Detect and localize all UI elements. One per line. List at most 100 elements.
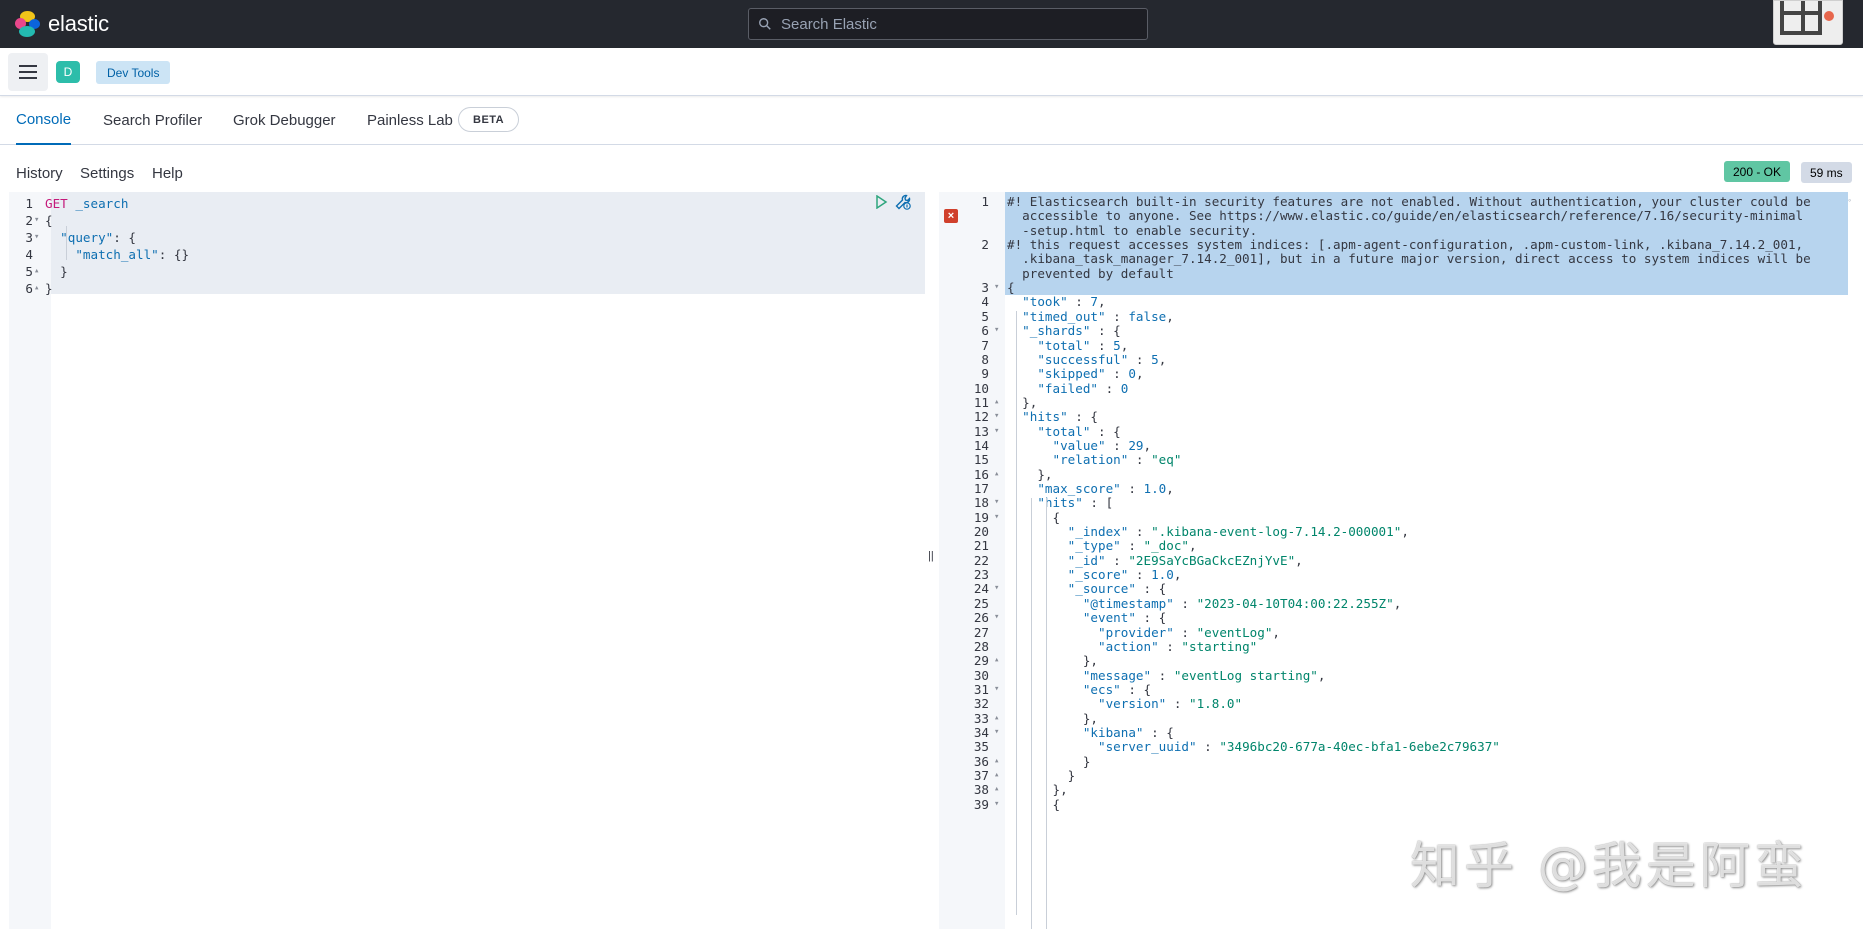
tab-search-profiler[interactable]: Search Profiler: [103, 112, 203, 129]
code-token: "eventLog": [1196, 624, 1273, 640]
fold-open-icon[interactable]: ▾: [994, 583, 1000, 594]
fold-close-icon[interactable]: ▴: [994, 712, 1000, 723]
code-token: "provider": [1098, 624, 1174, 640]
line-number: 30: [973, 667, 989, 683]
fold-open-icon[interactable]: ▾: [994, 411, 1000, 422]
elastic-logo-icon: [15, 11, 41, 37]
code-token: accessible to anyone. See https://www.el…: [1007, 208, 1804, 224]
line-text: accessible to anyone. See https://www.el…: [1007, 207, 1803, 224]
fold-open-icon[interactable]: ▾: [994, 726, 1000, 737]
wrench-icon[interactable]: [894, 193, 912, 211]
line-text: {: [45, 212, 53, 229]
code-token: "2E9SaYcBGaCkcEZnjYvE": [1128, 552, 1296, 568]
tab-console[interactable]: Console: [16, 96, 72, 145]
code-token: "_type": [1067, 538, 1121, 554]
help-link[interactable]: Help: [152, 164, 183, 182]
fold-open-icon[interactable]: ▾: [34, 215, 40, 225]
dev-tools-tabs: Console Search Profiler Grok Debugger Pa…: [0, 96, 1863, 145]
line-text: "version" : "1.8.0": [1007, 695, 1242, 712]
code-token: }: [45, 281, 53, 296]
fold-close-icon[interactable]: ▴: [34, 266, 40, 276]
fold-open-icon[interactable]: ▾: [994, 683, 1000, 694]
line-number: 37: [973, 768, 989, 783]
code-token: }: [45, 264, 68, 279]
code-token: ,: [1120, 337, 1129, 353]
fold-open-icon[interactable]: ▾: [994, 325, 1000, 336]
code-token: :: [1105, 437, 1129, 453]
breadcrumb-bar: D Dev Tools: [0, 48, 1863, 96]
line-text: },: [1007, 652, 1098, 669]
grid-icon: [1780, 1, 1822, 35]
fold-open-icon[interactable]: ▾: [34, 232, 40, 242]
code-token: :: [1105, 308, 1129, 324]
history-link[interactable]: History: [16, 164, 63, 182]
code-token: "kibana": [1082, 724, 1144, 740]
code-token: : {: [1135, 581, 1167, 597]
code-token: ,: [1098, 294, 1106, 310]
line-number: 4: [25, 247, 33, 262]
code-token: "took": [1022, 294, 1068, 310]
status-badge: 200 - OK: [1724, 161, 1791, 182]
global-search[interactable]: [748, 8, 1148, 40]
menu-button[interactable]: [8, 53, 48, 91]
line-text: prevented by default: [1007, 265, 1174, 282]
code-token: :: [1128, 351, 1152, 367]
code-token: },: [1007, 653, 1098, 669]
line-number: 24: [973, 581, 989, 597]
line-text: "action" : "starting": [1007, 638, 1257, 655]
fold-close-icon[interactable]: ▴: [34, 283, 40, 293]
search-icon: [759, 18, 771, 30]
line-number: 16: [973, 466, 989, 482]
search-input[interactable]: [781, 15, 1121, 33]
elastic-logo[interactable]: elastic: [15, 10, 109, 38]
code-token: }: [1007, 753, 1091, 769]
fold-close-icon[interactable]: ▴: [994, 784, 1000, 795]
line-text: "value" : 29,: [1007, 437, 1152, 454]
fold-close-icon[interactable]: ▴: [994, 468, 1000, 479]
code-token: .kibana_task_manager_7.14.2_001], but in…: [1007, 251, 1811, 267]
line-number: 34: [973, 724, 989, 740]
code-token: },: [1007, 466, 1053, 482]
space-avatar[interactable]: D: [56, 61, 80, 83]
line-text: {: [1007, 509, 1060, 526]
fold-close-icon[interactable]: ▴: [994, 770, 1000, 780]
code-token: ,: [1143, 437, 1152, 453]
fold-open-icon[interactable]: ▾: [994, 282, 1000, 293]
line-number: 3: [25, 230, 33, 245]
code-token: 1.0: [1143, 481, 1167, 496]
window-corner-control[interactable]: [1773, 0, 1843, 45]
tab-grok-debugger[interactable]: Grok Debugger: [233, 112, 336, 129]
line-text: "_score" : 1.0,: [1007, 566, 1182, 583]
code-token: "match_all": [75, 247, 159, 262]
code-token: ,: [1295, 552, 1303, 568]
code-token: "server_uuid": [1098, 739, 1197, 755]
fold-open-icon[interactable]: ▾: [994, 511, 1000, 522]
tab-painless-lab[interactable]: Painless Lab: [367, 112, 453, 129]
line-number: 6: [981, 323, 989, 339]
fold-open-icon[interactable]: ▾: [994, 798, 1000, 809]
response-viewer[interactable]: × ◦ 1#! Elasticsearch built-in security …: [939, 192, 1863, 929]
fold-open-icon[interactable]: ▾: [994, 497, 1000, 508]
fold-open-icon[interactable]: ▾: [994, 425, 1000, 436]
resize-grip-icon: ||: [928, 550, 934, 562]
line-text: #! Elasticsearch built-in security featu…: [1007, 193, 1811, 210]
code-token: 29: [1128, 437, 1144, 453]
code-token: :: [1120, 538, 1144, 554]
line-text: "kibana" : {: [1007, 724, 1174, 741]
breadcrumb[interactable]: Dev Tools: [96, 61, 171, 84]
code-token: "hits": [1022, 409, 1068, 425]
pane-resizer[interactable]: ||: [926, 192, 938, 929]
code-token: "_index": [1067, 524, 1129, 540]
fold-close-icon[interactable]: ▴: [994, 396, 1000, 407]
fold-close-icon[interactable]: ▴: [994, 755, 1000, 766]
settings-link[interactable]: Settings: [80, 164, 135, 182]
line-number: 10: [973, 380, 989, 396]
play-icon[interactable]: [874, 195, 888, 209]
line-number: 1: [25, 196, 33, 211]
code-token: [45, 247, 75, 262]
fold-close-icon[interactable]: ▴: [994, 655, 1000, 666]
fold-open-icon[interactable]: ▾: [994, 612, 1000, 623]
editor-gutter: [9, 192, 51, 929]
code-token: "action": [1098, 638, 1159, 654]
